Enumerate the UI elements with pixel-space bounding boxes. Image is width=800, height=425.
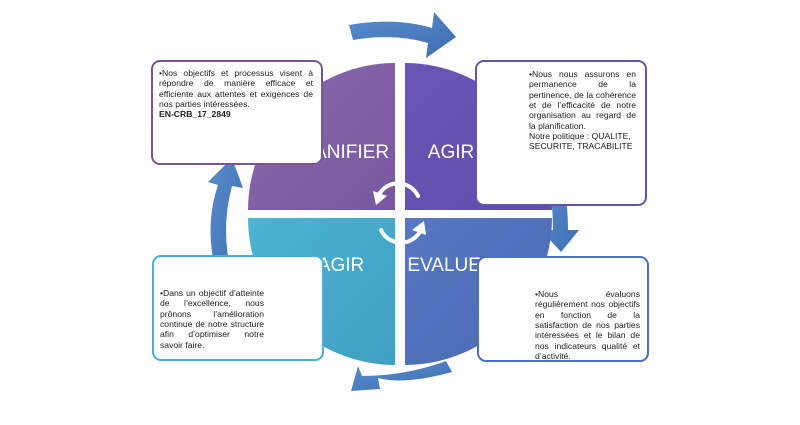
cycle-arrow-top bbox=[349, 12, 456, 58]
cycle-arrow-bottom bbox=[351, 361, 452, 391]
agir-bottom-description: •Dans un objectif d’atteinte de l’excell… bbox=[160, 288, 264, 350]
planifier-description: •Nos objectifs et processus visent à rép… bbox=[159, 68, 313, 109]
planifier-reference: EN-CRB_17_2849 bbox=[159, 109, 231, 120]
evaluer-description: •Nous évaluons régulièrement nos objecti… bbox=[535, 289, 640, 361]
label-agir-top: AGIR bbox=[427, 142, 475, 163]
cycle-arrow-left bbox=[208, 158, 243, 278]
center-cycle-arrowheads bbox=[373, 191, 426, 235]
text-box-planifier: •Nos objectifs et processus visent à rép… bbox=[151, 60, 323, 165]
text-box-evaluer: •Nous évaluons régulièrement nos objecti… bbox=[477, 256, 649, 362]
agir-top-description: •Nous nous assurons en permanence de la … bbox=[529, 69, 636, 131]
label-agir-bottom: AGIR bbox=[317, 255, 365, 276]
text-box-agir-top: •Nous nous assurons en permanence de la … bbox=[475, 60, 647, 206]
center-cycle-icon bbox=[375, 181, 424, 245]
text-box-agir-bottom: •Dans un objectif d’atteinte de l’excell… bbox=[152, 255, 324, 361]
label-evaluer: EVALUER bbox=[407, 255, 495, 276]
agir-top-policy: Notre politique : QUALITE, SECURITE, TRA… bbox=[529, 130, 633, 152]
